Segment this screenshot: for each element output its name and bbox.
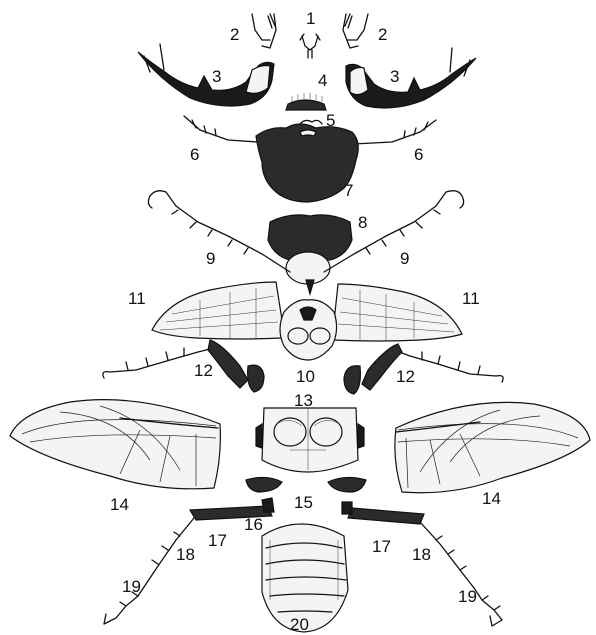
label-19-right: 19 <box>458 587 477 606</box>
label-19-left: 19 <box>122 577 141 596</box>
label-6-left: 6 <box>190 145 199 164</box>
label-16: 16 <box>244 515 263 534</box>
label-12-right: 12 <box>396 367 415 386</box>
hindleg-right <box>342 502 502 626</box>
label-10: 10 <box>296 367 315 386</box>
maxilla-right <box>343 14 368 48</box>
label-18-right: 18 <box>412 545 431 564</box>
label-9-right: 9 <box>400 249 409 268</box>
labium-part <box>300 34 320 58</box>
coxa-plates <box>246 477 366 492</box>
label-3-right: 3 <box>390 67 399 86</box>
elytron-right <box>334 284 462 341</box>
mesothorax <box>280 300 337 360</box>
maxilla-left <box>252 14 276 48</box>
head <box>256 124 358 202</box>
metathorax <box>256 408 364 472</box>
hindwing-right <box>395 402 590 492</box>
label-13: 13 <box>294 391 313 410</box>
pronotum <box>268 215 352 294</box>
label-17-right: 17 <box>372 537 391 556</box>
label-5: 5 <box>326 111 335 130</box>
elytron-left <box>152 282 282 339</box>
label-11-left: 11 <box>128 289 146 308</box>
label-3-left: 3 <box>212 67 221 86</box>
label-9-left: 9 <box>206 249 215 268</box>
label-1: 1 <box>306 9 315 28</box>
clypeus <box>300 120 322 124</box>
label-11-right: 11 <box>462 289 480 308</box>
mandible-right <box>346 48 476 108</box>
label-20: 20 <box>290 615 309 634</box>
label-12-left: 12 <box>194 361 213 380</box>
label-18-left: 18 <box>176 545 195 564</box>
antenna-right <box>354 120 436 144</box>
label-15: 15 <box>294 493 313 512</box>
antenna-left <box>184 116 258 142</box>
label-14-right: 14 <box>482 489 501 508</box>
label-17-left: 17 <box>208 531 227 550</box>
label-14-left: 14 <box>110 495 129 514</box>
midleg-left <box>103 340 264 392</box>
labrum <box>286 93 326 110</box>
label-4: 4 <box>318 71 327 90</box>
hindwing-left <box>10 400 220 489</box>
mandible-left <box>138 44 274 106</box>
label-6-right: 6 <box>414 145 423 164</box>
label-2-right: 2 <box>378 25 387 44</box>
label-7: 7 <box>344 181 353 200</box>
midleg-right <box>344 344 503 394</box>
label-2-left: 2 <box>230 25 239 44</box>
label-8: 8 <box>358 213 367 232</box>
